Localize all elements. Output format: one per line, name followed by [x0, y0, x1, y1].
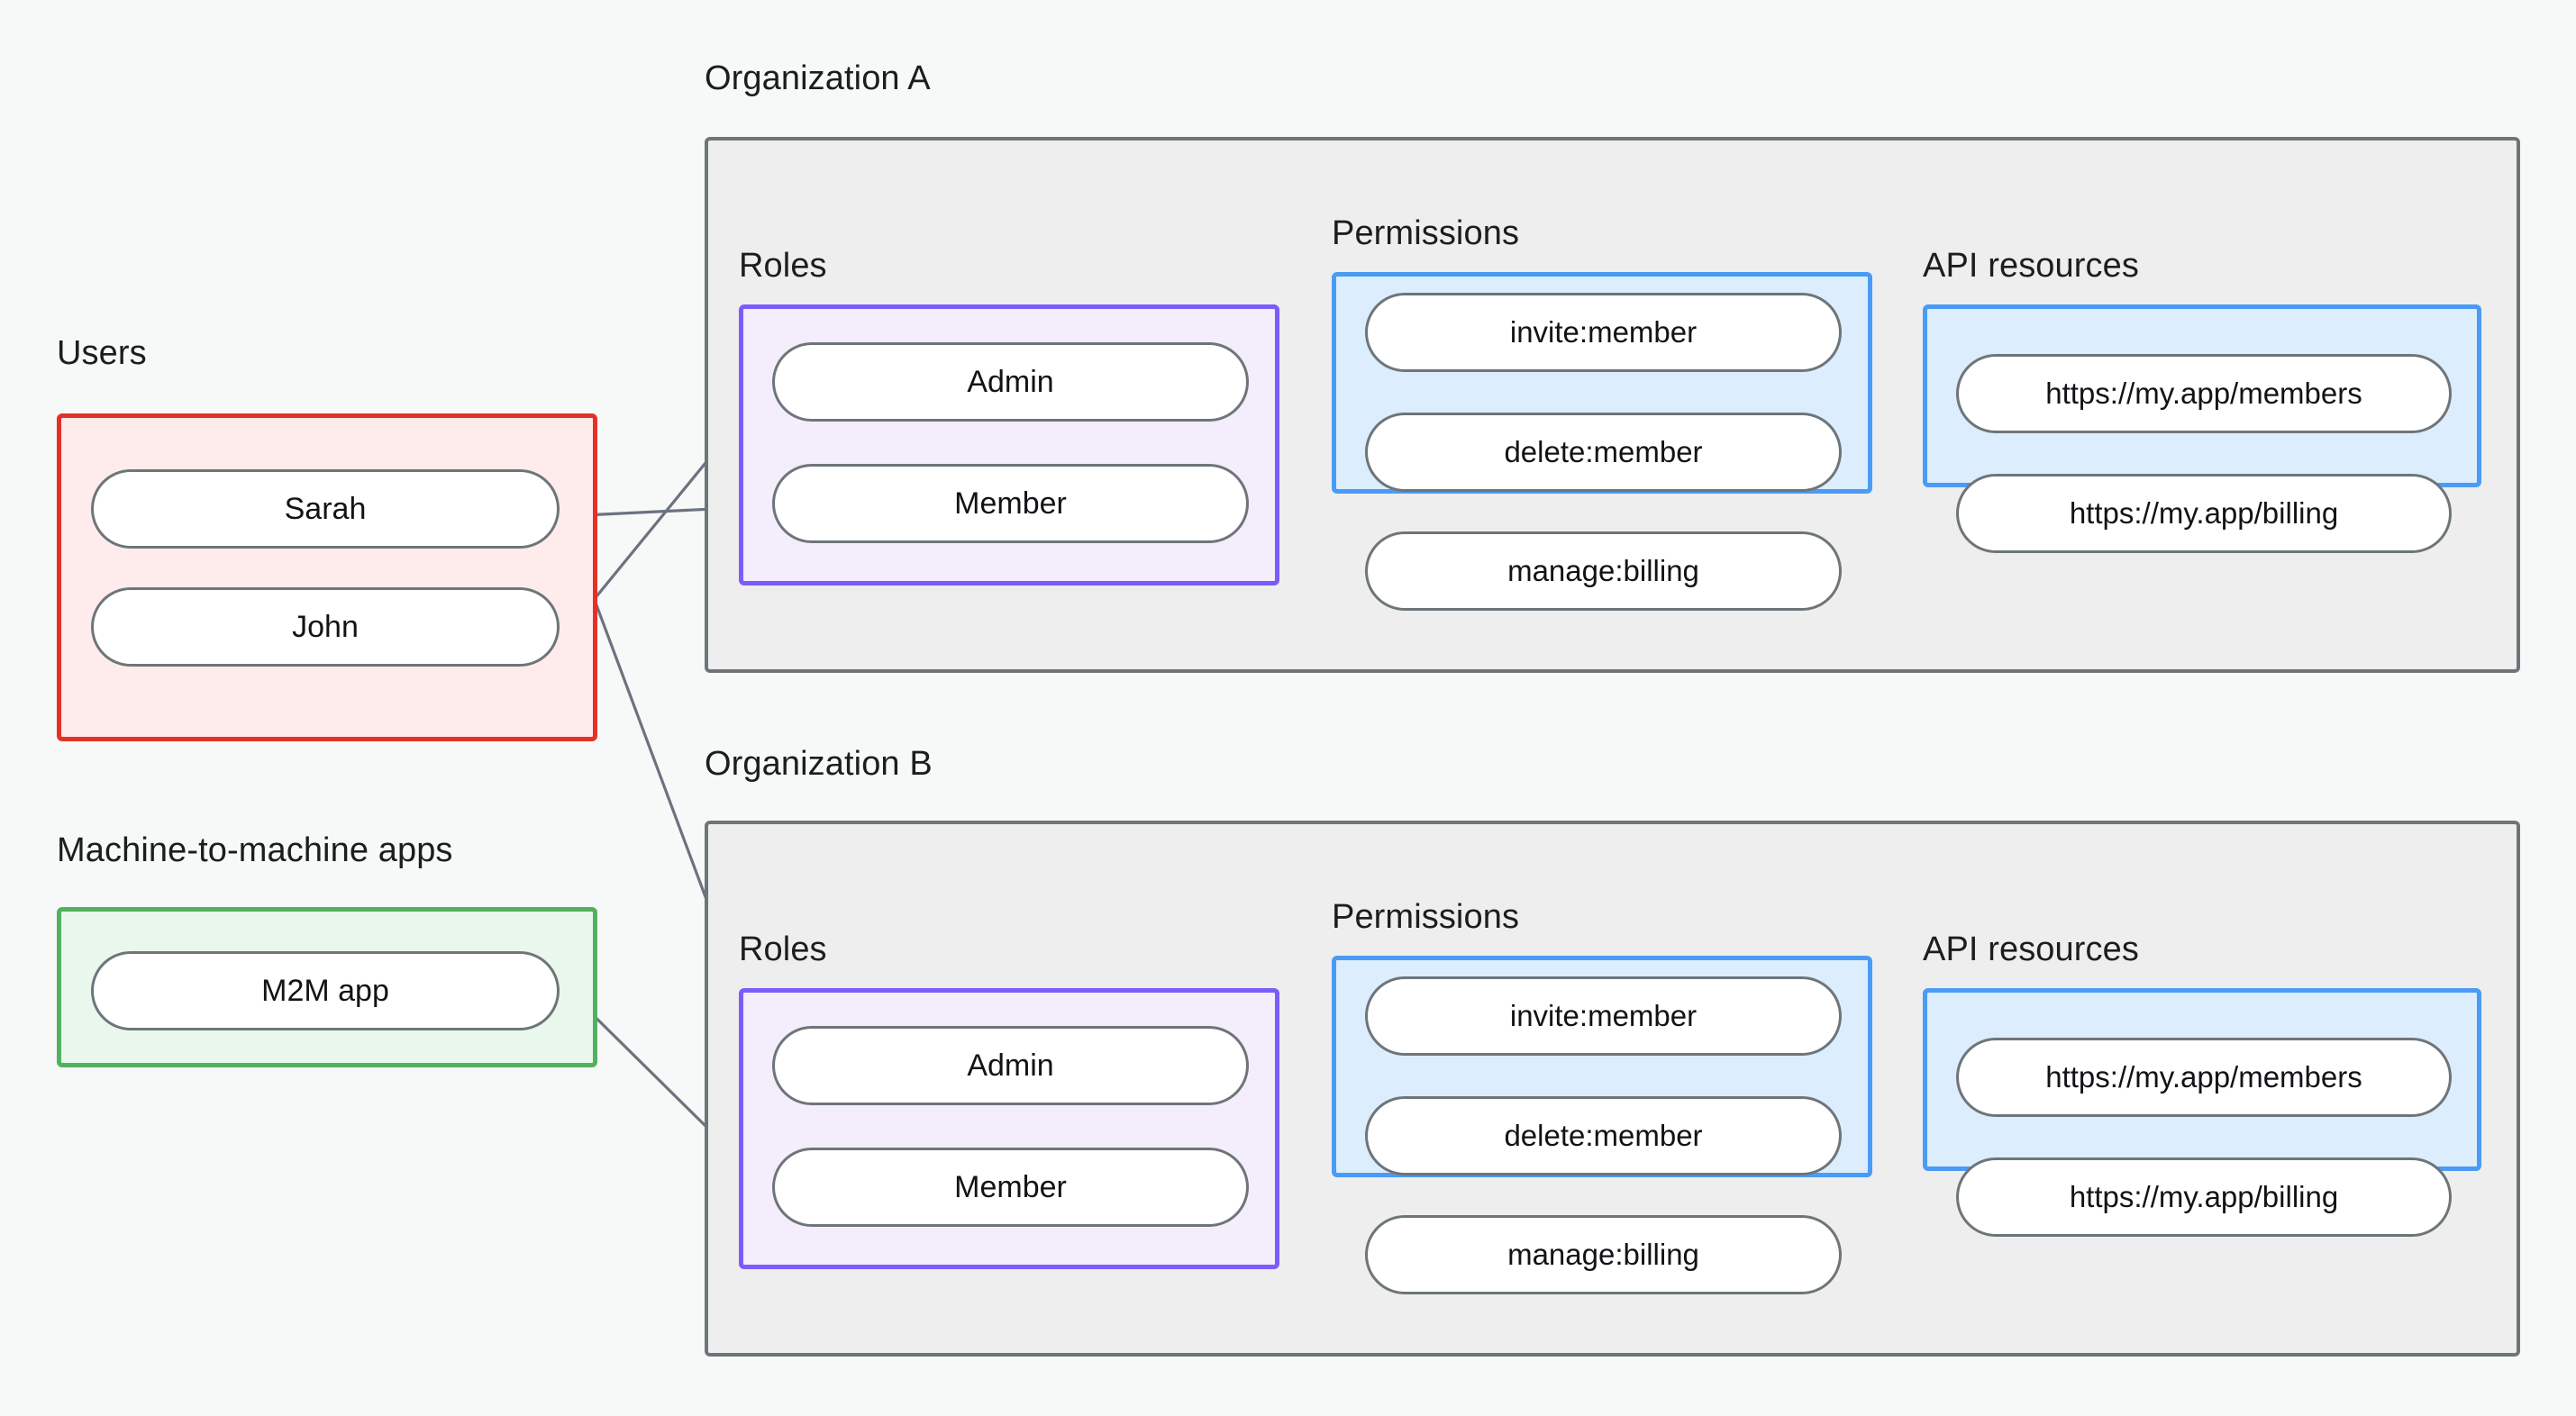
- orgB-api-resources-box: https://my.app/members https://my.app/bi…: [1923, 988, 2481, 1237]
- permission-node-label: invite:member: [1509, 315, 1698, 349]
- api-node-label: https://my.app/billing: [2069, 1180, 2339, 1213]
- role-node-label: Member: [954, 1169, 1067, 1204]
- user-node-sarah[interactable]: Sarah: [91, 469, 560, 549]
- orgB-api-node-billing[interactable]: https://my.app/billing: [1956, 1157, 2452, 1237]
- role-node-label: Admin: [967, 364, 1054, 399]
- orgB-roles-caption: Roles: [739, 930, 827, 968]
- orgA-api-caption: API resources: [1923, 247, 2139, 285]
- orgA-roles-caption: Roles: [739, 247, 827, 285]
- m2m-node-label: M2M app: [261, 973, 389, 1008]
- api-node-label: https://my.app/billing: [2069, 496, 2339, 530]
- orgB-roles-box: Admin Member: [739, 988, 1279, 1269]
- orgA-role-node-member[interactable]: Member: [772, 464, 1249, 543]
- users-caption: Users: [57, 334, 147, 372]
- organization-a-box: Roles Admin Member Permissions invite:me…: [705, 137, 2520, 673]
- organization-b-box: Roles Admin Member Permissions invite:me…: [705, 821, 2520, 1357]
- orgA-permission-node-delete-member[interactable]: delete:member: [1365, 413, 1842, 492]
- permission-node-label: invite:member: [1509, 999, 1698, 1032]
- orgA-api-node-billing[interactable]: https://my.app/billing: [1956, 474, 2452, 553]
- orgB-permission-node-manage-billing[interactable]: manage:billing: [1365, 1215, 1842, 1294]
- orgB-permission-node-delete-member[interactable]: delete:member: [1365, 1096, 1842, 1175]
- orgA-api-resources-box: https://my.app/members https://my.app/bi…: [1923, 304, 2481, 553]
- permission-node-label: delete:member: [1504, 1119, 1703, 1152]
- orgA-permission-node-invite-member[interactable]: invite:member: [1365, 293, 1842, 372]
- orgB-role-node-admin[interactable]: Admin: [772, 1026, 1249, 1105]
- api-node-label: https://my.app/members: [2045, 1060, 2362, 1094]
- organization-a-caption: Organization A: [705, 59, 931, 97]
- orgA-permission-node-manage-billing[interactable]: manage:billing: [1365, 531, 1842, 611]
- users-group-box: Sarah John: [57, 413, 597, 741]
- orgA-roles-box: Admin Member: [739, 304, 1279, 585]
- orgA-permissions-caption: Permissions: [1332, 214, 1520, 252]
- orgB-role-node-member[interactable]: Member: [772, 1148, 1249, 1227]
- permission-node-label: manage:billing: [1507, 1238, 1699, 1271]
- m2m-caption: Machine-to-machine apps: [57, 831, 453, 869]
- m2m-node-app[interactable]: M2M app: [91, 951, 560, 1030]
- orgB-api-caption: API resources: [1923, 930, 2139, 968]
- user-node-john[interactable]: John: [91, 587, 560, 667]
- orgB-api-node-members[interactable]: https://my.app/members: [1956, 1038, 2452, 1117]
- user-node-label: John: [292, 609, 359, 644]
- orgA-role-node-admin[interactable]: Admin: [772, 342, 1249, 422]
- m2m-group-box: M2M app: [57, 907, 597, 1067]
- permission-node-label: manage:billing: [1507, 554, 1699, 587]
- orgA-api-node-members[interactable]: https://my.app/members: [1956, 354, 2452, 433]
- role-node-label: Admin: [967, 1048, 1054, 1083]
- api-node-label: https://my.app/members: [2045, 377, 2362, 410]
- organization-b-caption: Organization B: [705, 745, 933, 783]
- orgA-permissions-box: invite:member delete:member manage:billi…: [1332, 272, 1872, 611]
- orgB-permissions-box: invite:member delete:member manage:billi…: [1332, 956, 1872, 1294]
- role-node-label: Member: [954, 486, 1067, 521]
- permission-node-label: delete:member: [1504, 435, 1703, 468]
- orgB-permission-node-invite-member[interactable]: invite:member: [1365, 976, 1842, 1056]
- user-node-label: Sarah: [284, 491, 367, 526]
- orgB-permissions-caption: Permissions: [1332, 898, 1520, 936]
